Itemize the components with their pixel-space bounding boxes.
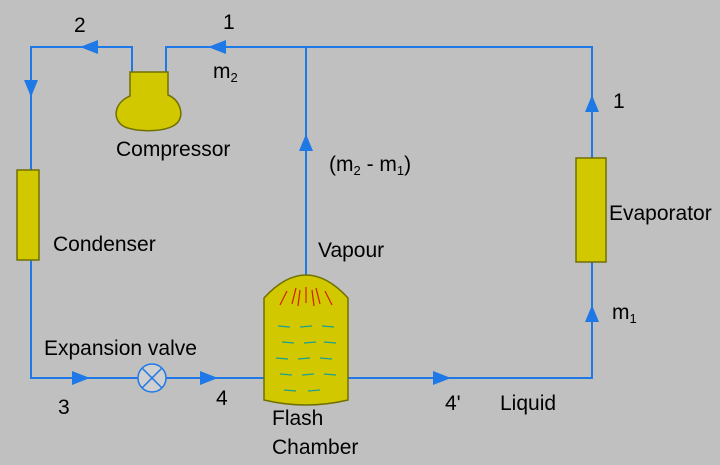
state-4-prime-label: 4' (445, 392, 461, 415)
liquid-label: Liquid (500, 392, 557, 415)
arrow-left-icon (80, 40, 98, 54)
evaporator-label: Evaporator (609, 202, 712, 225)
flash-chamber (263, 274, 349, 406)
flash-liquid-strokes (275, 325, 337, 392)
compressor (115, 71, 182, 132)
valve-cross-icon (141, 367, 163, 389)
vapour-label: Vapour (318, 239, 385, 262)
arrow-left-icon (208, 40, 226, 54)
mass-flow-m1-label: m1 (612, 301, 637, 326)
mass-flow-m2-label: m2 (213, 60, 238, 85)
flash-vapour-strokes (279, 287, 333, 307)
mass-flow-difference-label: (m2 - m1) (329, 153, 412, 178)
evaporator-coil (575, 157, 607, 263)
expansion-valve (137, 363, 167, 393)
expansion-valve-label: Expansion valve (44, 337, 197, 360)
flash-chamber-vessel (263, 274, 349, 406)
flow-arrows (24, 40, 599, 385)
state-3-label: 3 (58, 396, 70, 419)
flash-chamber-label-line1: Flash (272, 407, 324, 430)
arrow-down-icon (24, 80, 38, 97)
state-2-label: 2 (74, 14, 86, 37)
state-1-right-label: 1 (613, 90, 625, 113)
pipe-condenser-to-expansion-valve (30, 260, 138, 379)
flash-chamber-label-line2: Chamber (272, 436, 359, 459)
compressor-body (115, 71, 182, 132)
arrow-right-icon (433, 371, 451, 385)
arrow-up-icon (299, 134, 313, 151)
arrow-right-icon (200, 371, 218, 385)
pipe-flash-chamber-to-evaporator (348, 262, 593, 379)
condenser-label: Condenser (53, 233, 156, 256)
state-1-top-label: 1 (223, 11, 235, 34)
condenser-coil (16, 169, 40, 261)
arrow-up-icon (585, 95, 599, 112)
state-4-label: 4 (216, 387, 228, 410)
compressor-label: Compressor (116, 138, 231, 161)
arrow-up-icon (585, 305, 599, 322)
arrow-right-icon (72, 371, 90, 385)
